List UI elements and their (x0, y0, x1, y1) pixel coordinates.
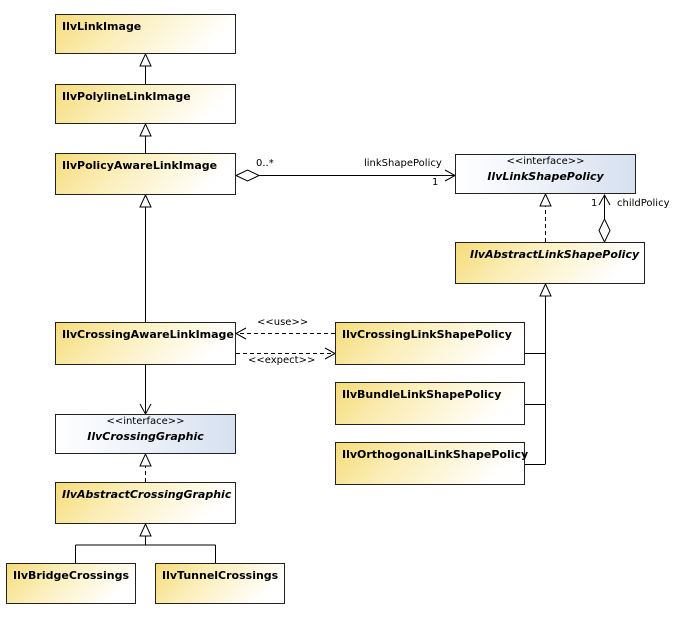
role-child-policy-label: childPolicy (617, 198, 670, 209)
interface-ilv-link-shape-policy[interactable]: <<interface>> IlvLinkShapePolicy (455, 154, 636, 194)
class-ilv-orthogonal-link-shape-policy[interactable]: IlvOrthogonalLinkShapePolicy (335, 442, 529, 485)
interface-name: IlvLinkShapePolicy (487, 170, 604, 183)
class-name: IlvAbstractLinkShapePolicy (470, 248, 640, 261)
multiplicity-one-label: 1 (432, 177, 439, 188)
aggregation-diamond (598, 217, 611, 244)
class-ilv-bridge-crossings[interactable]: IlvBridgeCrossings (6, 563, 136, 604)
realization-arrowhead (139, 452, 152, 467)
class-name: IlvPolicyAwareLinkImage (62, 159, 218, 172)
class-ilv-abstract-link-shape-policy[interactable]: IlvAbstractLinkShapePolicy (455, 242, 645, 284)
class-name: IlvOrthogonalLinkShapePolicy (342, 448, 529, 461)
child-multiplicity-label: 1 (591, 198, 598, 209)
class-name: IlvCrossingLinkShapePolicy (342, 328, 512, 341)
inheritance-arrowhead (139, 122, 152, 137)
inheritance-arrowhead (539, 282, 552, 297)
class-name: IlvAbstractCrossingGraphic (62, 488, 232, 501)
class-ilv-tunnel-crossings[interactable]: IlvTunnelCrossings (155, 563, 285, 604)
class-ilv-bundle-link-shape-policy[interactable]: IlvBundleLinkShapePolicy (335, 382, 525, 425)
interface-stereotype: <<interface>> (506, 156, 585, 167)
interface-ilv-crossing-graphic[interactable]: <<interface>> IlvCrossingGraphic (55, 414, 236, 454)
inheritance-arrowhead (139, 193, 152, 208)
use-dependency-label: <<use>> (257, 317, 309, 328)
multiplicity-many-label: 0..* (256, 158, 274, 169)
class-ilv-abstract-crossing-graphic[interactable]: IlvAbstractCrossingGraphic (55, 482, 236, 524)
class-name: IlvBundleLinkShapePolicy (342, 388, 502, 401)
open-arrowhead (598, 193, 611, 206)
class-ilv-polyline-link-image[interactable]: IlvPolylineLinkImage (55, 84, 236, 124)
class-name: IlvBridgeCrossings (13, 569, 129, 582)
aggregation-diamond (234, 169, 261, 182)
class-ilv-crossing-aware-link-image[interactable]: IlvCrossingAwareLinkImage (55, 322, 236, 365)
class-name: IlvCrossingAwareLinkImage (62, 328, 234, 341)
class-name: IlvTunnelCrossings (162, 569, 279, 582)
class-ilv-crossing-link-shape-policy[interactable]: IlvCrossingLinkShapePolicy (335, 322, 525, 365)
inheritance-arrowhead (139, 522, 152, 537)
inheritance-arrowhead (139, 52, 152, 67)
class-name: IlvPolylineLinkImage (62, 90, 191, 103)
realization-arrowhead (539, 192, 552, 207)
role-link-shape-policy-label: linkShapePolicy (364, 158, 442, 169)
class-ilv-policy-aware-link-image[interactable]: IlvPolicyAwareLinkImage (55, 153, 236, 195)
class-name: IlvLinkImage (62, 20, 142, 33)
interface-stereotype: <<interface>> (106, 416, 185, 427)
class-ilv-link-image[interactable]: IlvLinkImage (55, 14, 236, 54)
expect-dependency-label: <<expect>> (248, 355, 316, 366)
open-arrowhead (234, 327, 247, 340)
interface-name: IlvCrossingGraphic (87, 430, 204, 443)
